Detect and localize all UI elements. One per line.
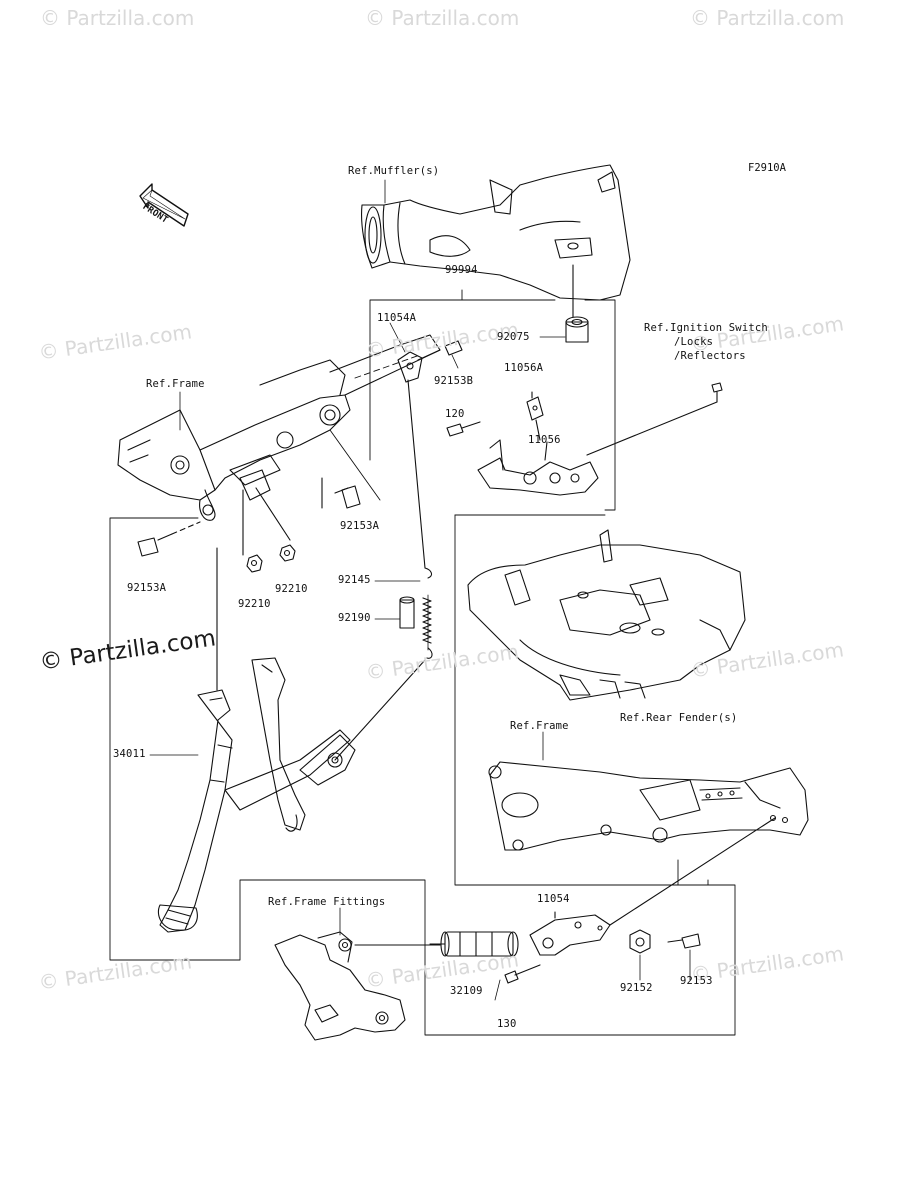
ref-frame-fittings-label: Ref.Frame Fittings: [268, 896, 386, 908]
part-number-92153: 92153: [680, 975, 713, 987]
diagram-code: F2910A: [748, 162, 786, 174]
collar-92190: [399, 596, 415, 629]
frame-ref-upper: [117, 334, 441, 521]
ref-ignition-line2: /Locks: [674, 336, 714, 348]
nut-92210-right: [255, 487, 296, 562]
bracket-11054: [529, 817, 776, 956]
watermark: © Partzilla.com: [690, 6, 845, 30]
part-number-92153A-center: 92153A: [340, 520, 380, 532]
part-number-92152: 92152: [620, 982, 653, 994]
part-number-120: 120: [445, 408, 465, 420]
bolt-92153A-left: [137, 521, 201, 557]
part-number-92153B: 92153B: [434, 375, 474, 387]
rear-fender-ref-part: [467, 529, 746, 701]
front-arrow-icon: [139, 183, 189, 227]
spring-92145: [407, 379, 433, 659]
part-number-92190: 92190: [338, 612, 371, 624]
bracket-11054A: [397, 340, 463, 383]
frame-fittings-ref-part: [274, 931, 441, 1041]
part-number-92153A-left: 92153A: [127, 582, 167, 594]
ref-frame-lower-label: Ref.Frame: [510, 720, 569, 732]
ref-frame-upper-label: Ref.Frame: [146, 378, 205, 390]
part-number-11056A: 11056A: [504, 362, 544, 374]
bolt-92153A-center: [321, 477, 361, 509]
part-number-99994: 99994: [445, 264, 478, 276]
part-number-92210-left: 92210: [238, 598, 271, 610]
part-number-130: 130: [497, 1018, 517, 1030]
bracket-11056: [477, 439, 599, 496]
part-number-92145: 92145: [338, 574, 371, 586]
ref-muffler-label: Ref.Muffler(s): [348, 165, 440, 177]
ref-rear-fender-label: Ref.Rear Fender(s): [620, 712, 738, 724]
bracket-11056A: [526, 391, 544, 441]
bolt-92153: [667, 933, 701, 949]
main-stand-34011: [157, 657, 356, 933]
ref-ignition-line3: /Reflectors: [674, 350, 746, 362]
frame-ref-lower: [488, 761, 809, 851]
nut-92210-left: [242, 489, 263, 573]
damper-92075: [565, 264, 589, 343]
part-number-32109: 32109: [450, 985, 483, 997]
screw-ref-ignition: [586, 382, 723, 456]
muffler-ref-part: [361, 164, 631, 301]
part-number-92075: 92075: [497, 331, 530, 343]
rubber-32109: [429, 931, 519, 957]
part-number-11054A: 11054A: [377, 312, 417, 324]
ref-ignition-line1: Ref.Ignition Switch: [644, 322, 768, 334]
part-number-34011: 34011: [113, 748, 146, 760]
part-number-11054: 11054: [537, 893, 570, 905]
part-number-11056: 11056: [528, 434, 561, 446]
bolt-120: [446, 421, 481, 437]
watermark: © Partzilla.com: [40, 6, 195, 30]
collar-92152: [629, 929, 651, 954]
watermark: © Partzilla.com: [365, 6, 520, 30]
part-number-92210-right: 92210: [275, 583, 308, 595]
bolt-130: [504, 964, 541, 984]
